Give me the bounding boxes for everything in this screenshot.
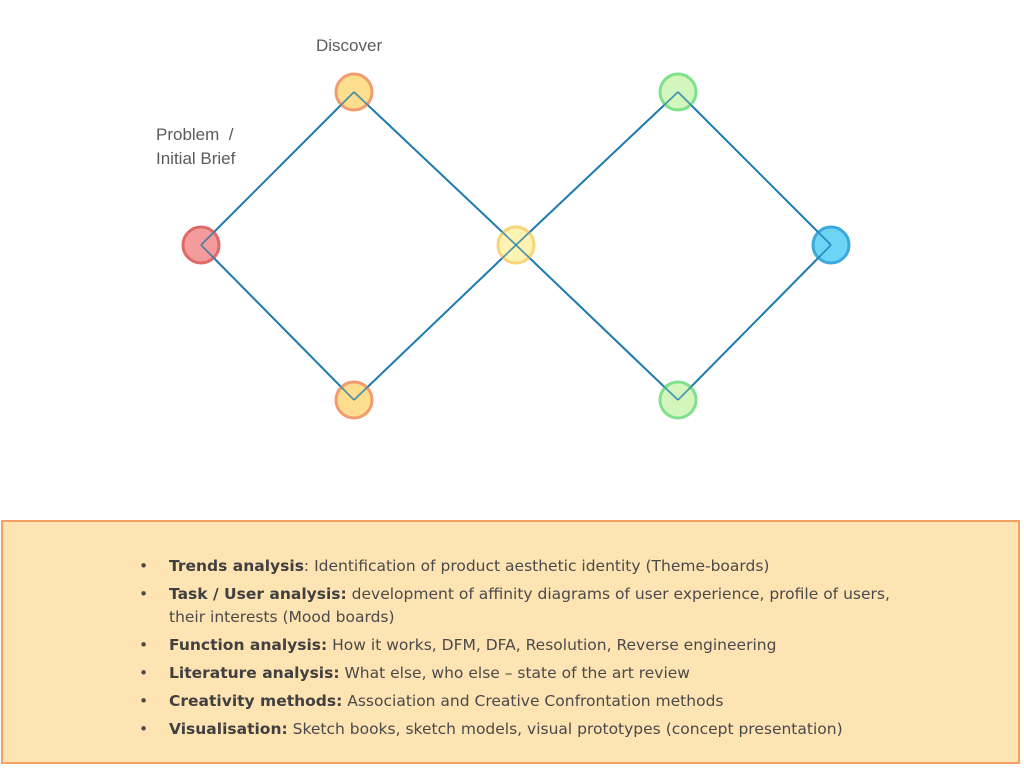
double-diamond-diagram [181,72,851,420]
method-title: Function analysis: [169,636,328,654]
connector-line-overlay [515,91,679,246]
method-list: Trends analysis: Identification of produ… [139,555,914,746]
problem-label: Problem / Initial Brief [156,123,235,171]
method-item: Literature analysis: What else, who else… [139,662,914,685]
connector-line-overlay [353,244,517,401]
method-title: Visualisation: [169,720,288,738]
method-text: How it works, DFM, DFA, Resolution, Reve… [327,636,777,654]
connector-line-overlay [515,244,679,401]
connector-line-overlay [677,91,832,246]
method-item: Task / User analysis: development of aff… [139,583,914,629]
method-title: Literature analysis: [169,664,340,682]
method-item: Trends analysis: Identification of produ… [139,555,914,578]
diamond-nodes [181,72,851,420]
method-item: Function analysis: How it works, DFM, DF… [139,634,914,657]
problem-label-line1: Problem / [156,125,234,144]
discover-label: Discover [316,36,383,55]
connector-line-overlay [200,244,355,401]
method-item: Creativity methods: Association and Crea… [139,690,914,713]
method-text: Sketch books, sketch models, visual prot… [287,720,843,738]
connector-line-overlay [200,91,355,246]
method-title: Trends analysis [169,557,304,575]
method-text: Association and Creative Confrontation m… [342,692,724,710]
connector-line-overlay [677,244,832,401]
method-title: Creativity methods: [169,692,343,710]
method-item: Visualisation: Sketch books, sketch mode… [139,718,914,741]
connector-line-overlay [353,91,517,246]
method-text: development of affinity diagrams of user… [169,585,890,626]
method-text: : Identification of product aesthetic id… [303,557,770,575]
method-title: Task / User analysis: [169,585,347,603]
problem-label-line2: Initial Brief [156,149,236,168]
method-notes-panel: Trends analysis: Identification of produ… [1,520,1020,764]
method-text: What else, who else – state of the art r… [339,664,690,682]
